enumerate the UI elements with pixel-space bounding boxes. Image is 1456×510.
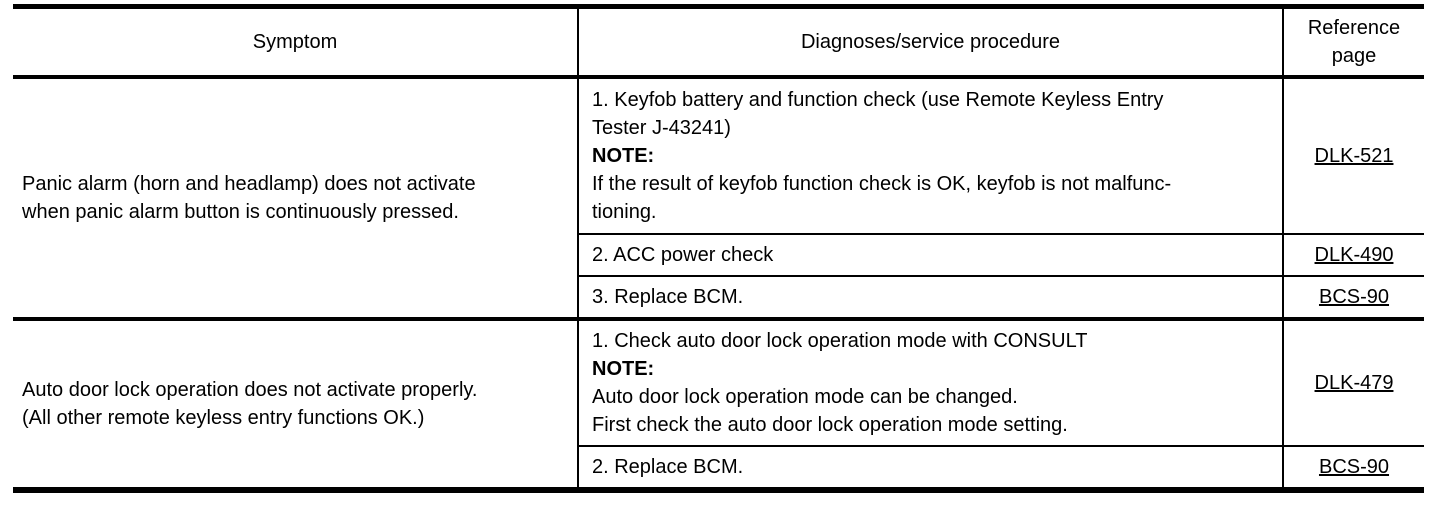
procedure-cell-keyfob-check: 1. Keyfob battery and function check (us… [577, 77, 1283, 235]
table-row: Panic alarm (horn and headlamp) does not… [13, 77, 1424, 235]
table-row: 2. Replace BCM. BCS-90 [13, 446, 1424, 490]
diagnosis-table: Symptom Diagnoses/service procedure Refe… [13, 4, 1424, 493]
procedure-text-line: 1. Keyfob battery and function check (us… [592, 89, 1164, 111]
note-text-line: tioning. [592, 201, 657, 223]
symptom-text-line: when panic alarm button is continuously … [22, 201, 459, 223]
reference-cell: BCS-90 [1282, 446, 1424, 490]
reference-link-bcs-90[interactable]: BCS-90 [1318, 456, 1390, 478]
note-text-line: First check the auto door lock operation… [592, 414, 1068, 436]
table-header-row: Symptom Diagnoses/service procedure Refe… [13, 6, 1424, 79]
symptom-cell-auto-door-lock: Auto door lock operation does not activa… [13, 317, 578, 490]
reference-link-dlk-479[interactable]: DLK-479 [1314, 372, 1394, 394]
reference-link-bcs-90[interactable]: BCS-90 [1318, 286, 1390, 308]
note-label: NOTE: [592, 358, 655, 380]
symptom-text-line: (All other remote keyless entry function… [22, 407, 425, 429]
table-row: 3. Replace BCM. BCS-90 [13, 276, 1424, 319]
column-header-procedure: Diagnoses/service procedure [577, 6, 1283, 79]
column-header-symptom: Symptom [13, 6, 578, 79]
reference-link-dlk-521[interactable]: DLK-521 [1314, 145, 1394, 167]
procedure-text-line: 3. Replace BCM. [592, 286, 744, 308]
procedure-text-line: 1. Check auto door lock operation mode w… [592, 330, 1088, 352]
procedure-text-line: Tester J-43241) [592, 117, 731, 139]
reference-link-dlk-490[interactable]: DLK-490 [1314, 244, 1394, 266]
procedure-cell-replace-bcm: 2. Replace BCM. [577, 446, 1283, 490]
symptom-cell-panic-alarm: Panic alarm (horn and headlamp) does not… [13, 77, 578, 319]
table-row: Auto door lock operation does not activa… [13, 317, 1424, 490]
procedure-text-line: 2. Replace BCM. [592, 456, 744, 478]
procedure-text-line: 2. ACC power check [592, 244, 774, 266]
table-row: 2. ACC power check DLK-490 [13, 234, 1424, 277]
symptom-text-line: Auto door lock operation does not activa… [22, 379, 478, 401]
procedure-cell-replace-bcm: 3. Replace BCM. [577, 276, 1283, 319]
reference-cell: DLK-490 [1282, 234, 1424, 277]
procedure-cell-acc-power-check: 2. ACC power check [577, 234, 1283, 277]
reference-cell: BCS-90 [1282, 276, 1424, 319]
reference-cell: DLK-521 [1282, 77, 1424, 235]
note-text-line: Auto door lock operation mode can be cha… [592, 386, 1018, 408]
procedure-cell-consult-check: 1. Check auto door lock operation mode w… [577, 317, 1283, 447]
reference-cell: DLK-479 [1282, 317, 1424, 447]
note-label: NOTE: [592, 145, 655, 167]
symptom-text-line: Panic alarm (horn and headlamp) does not… [22, 173, 476, 195]
column-header-reference-page: Reference page [1282, 6, 1424, 79]
note-text-line: If the result of keyfob function check i… [592, 173, 1172, 195]
